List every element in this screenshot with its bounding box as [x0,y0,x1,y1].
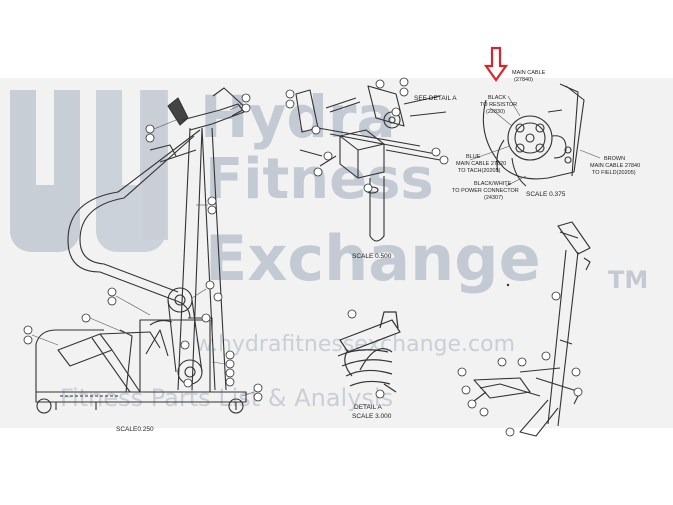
callout-brown-1: BROWN [604,156,626,162]
callout-black-2: TO RESISTOR [480,102,518,108]
callout-black-white-2: TO POWER CONNECTOR [452,188,519,194]
scale-mid-label: SCALE 0.500 [352,253,392,260]
detail-a-title: DETAIL A [354,404,382,411]
dot-mark [506,283,510,287]
detail-a-drawing [337,311,401,393]
callout-blue-1: BLUE [466,154,481,160]
watermark-tm: TM [608,266,649,294]
main-callouts [23,93,263,402]
callout-black-white-1: BLACK/WHITE [474,181,512,187]
mid-assembly-drawing [295,85,447,242]
tower-callouts [457,291,583,437]
callout-main-cable: MAIN CABLE [512,70,546,76]
watermark-url: w.hydrafitnessexchange.com [195,332,516,357]
main-machine-drawing [35,87,247,414]
callout-blue-2: MAIN CABLE 27820 [456,161,507,167]
detail-a-scale: SCALE 3.000 [352,413,392,420]
callout-brown-3: TO FIELD(20205) [592,170,636,176]
callout-brown-2: MAIN CABLE 27840 [590,163,641,169]
scale-right-label: SCALE 0.375 [526,191,566,198]
callout-black-white-3: (24307) [484,195,503,201]
callout-black-3: (22830) [486,109,505,115]
callout-blue-3: TO TACH(20205) [458,168,501,174]
tower-assembly-drawing [469,221,591,437]
red-down-arrow-icon [483,46,509,82]
mid-callouts [285,77,449,193]
detail-a-callouts [347,309,385,399]
motor-leader-lines [469,95,601,187]
callout-main-cable-pn: (27840) [514,77,533,83]
watermark-parts: Fitness Parts List & Analysis [60,384,394,412]
motor-cable-detail [482,83,585,187]
callout-black-1: BLACK [488,95,507,101]
main-leader-lines [31,103,255,397]
watermark-exchange: Exchange [205,222,541,295]
watermark-fitness: Fitness [205,147,434,212]
watermark-logo-icon [10,90,168,252]
scale-main-label: SCALE0.250 [116,426,154,433]
see-detail-label: SEE DETAIL A [414,95,457,102]
